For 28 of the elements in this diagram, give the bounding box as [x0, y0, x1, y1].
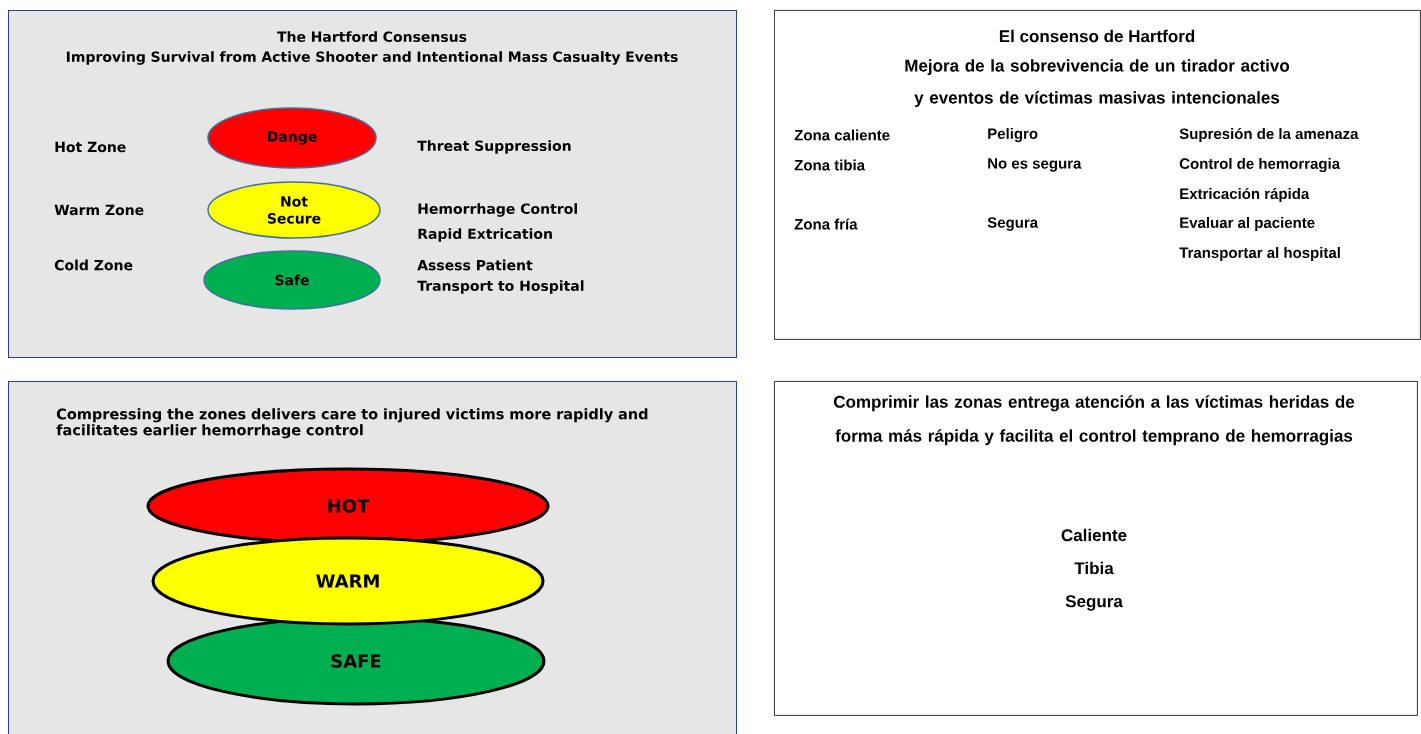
zone-word: Tibia	[1074, 561, 1114, 575]
table-cell: No es segura	[988, 158, 1082, 172]
heading: Compressing the zones delivers care to injured victims more rapidly and facilitates earlier hemorrhage control	[56, 408, 648, 439]
table-cell: Transportar al hospital	[1179, 247, 1340, 261]
action-text: Hemorrhage Control	[418, 203, 577, 217]
zone-label: Hot Zone	[55, 141, 126, 153]
table-cell: Control de hemorragia	[1179, 157, 1341, 172]
zone-label: Cold Zone	[54, 259, 133, 271]
table-cell: Zona caliente	[794, 129, 890, 141]
subheading: Mejora de la sobrevivencia de un tirador activo y eventos de víctimas masivas intencionales	[905, 59, 1290, 108]
subheading: Improving Survival from Active Shooter and Intentional Mass Casualty Events	[66, 51, 678, 65]
zone-word: Segura	[1065, 595, 1123, 611]
action-text: Assess Patient	[417, 259, 533, 271]
table-cell: Peligro	[988, 127, 1038, 142]
zone-word: Caliente	[1061, 528, 1127, 542]
heading: Comprimir las zonas entrega atención a las víctimas heridas de forma más rápida y facilita el control temprano de hemorragias	[833, 395, 1355, 446]
table-cell: Evaluar al paciente	[1180, 217, 1315, 231]
action-text: Transport to Hospital	[417, 280, 584, 294]
table-cell: Zona tibia	[794, 159, 866, 171]
action-text: Threat Suppression	[417, 140, 571, 154]
table-cell: Supresión de la amenaza	[1179, 127, 1359, 143]
action-text: Rapid Extrication	[418, 228, 552, 242]
heading: The Hartford Consensus	[277, 31, 467, 43]
zone-label: Warm Zone	[54, 204, 144, 216]
table-cell: Extricación rápida	[1180, 187, 1310, 203]
table-cell: Segura	[987, 217, 1039, 231]
table-cell: Zona fría	[794, 218, 858, 230]
heading: El consenso de Hartford	[999, 29, 1195, 43]
